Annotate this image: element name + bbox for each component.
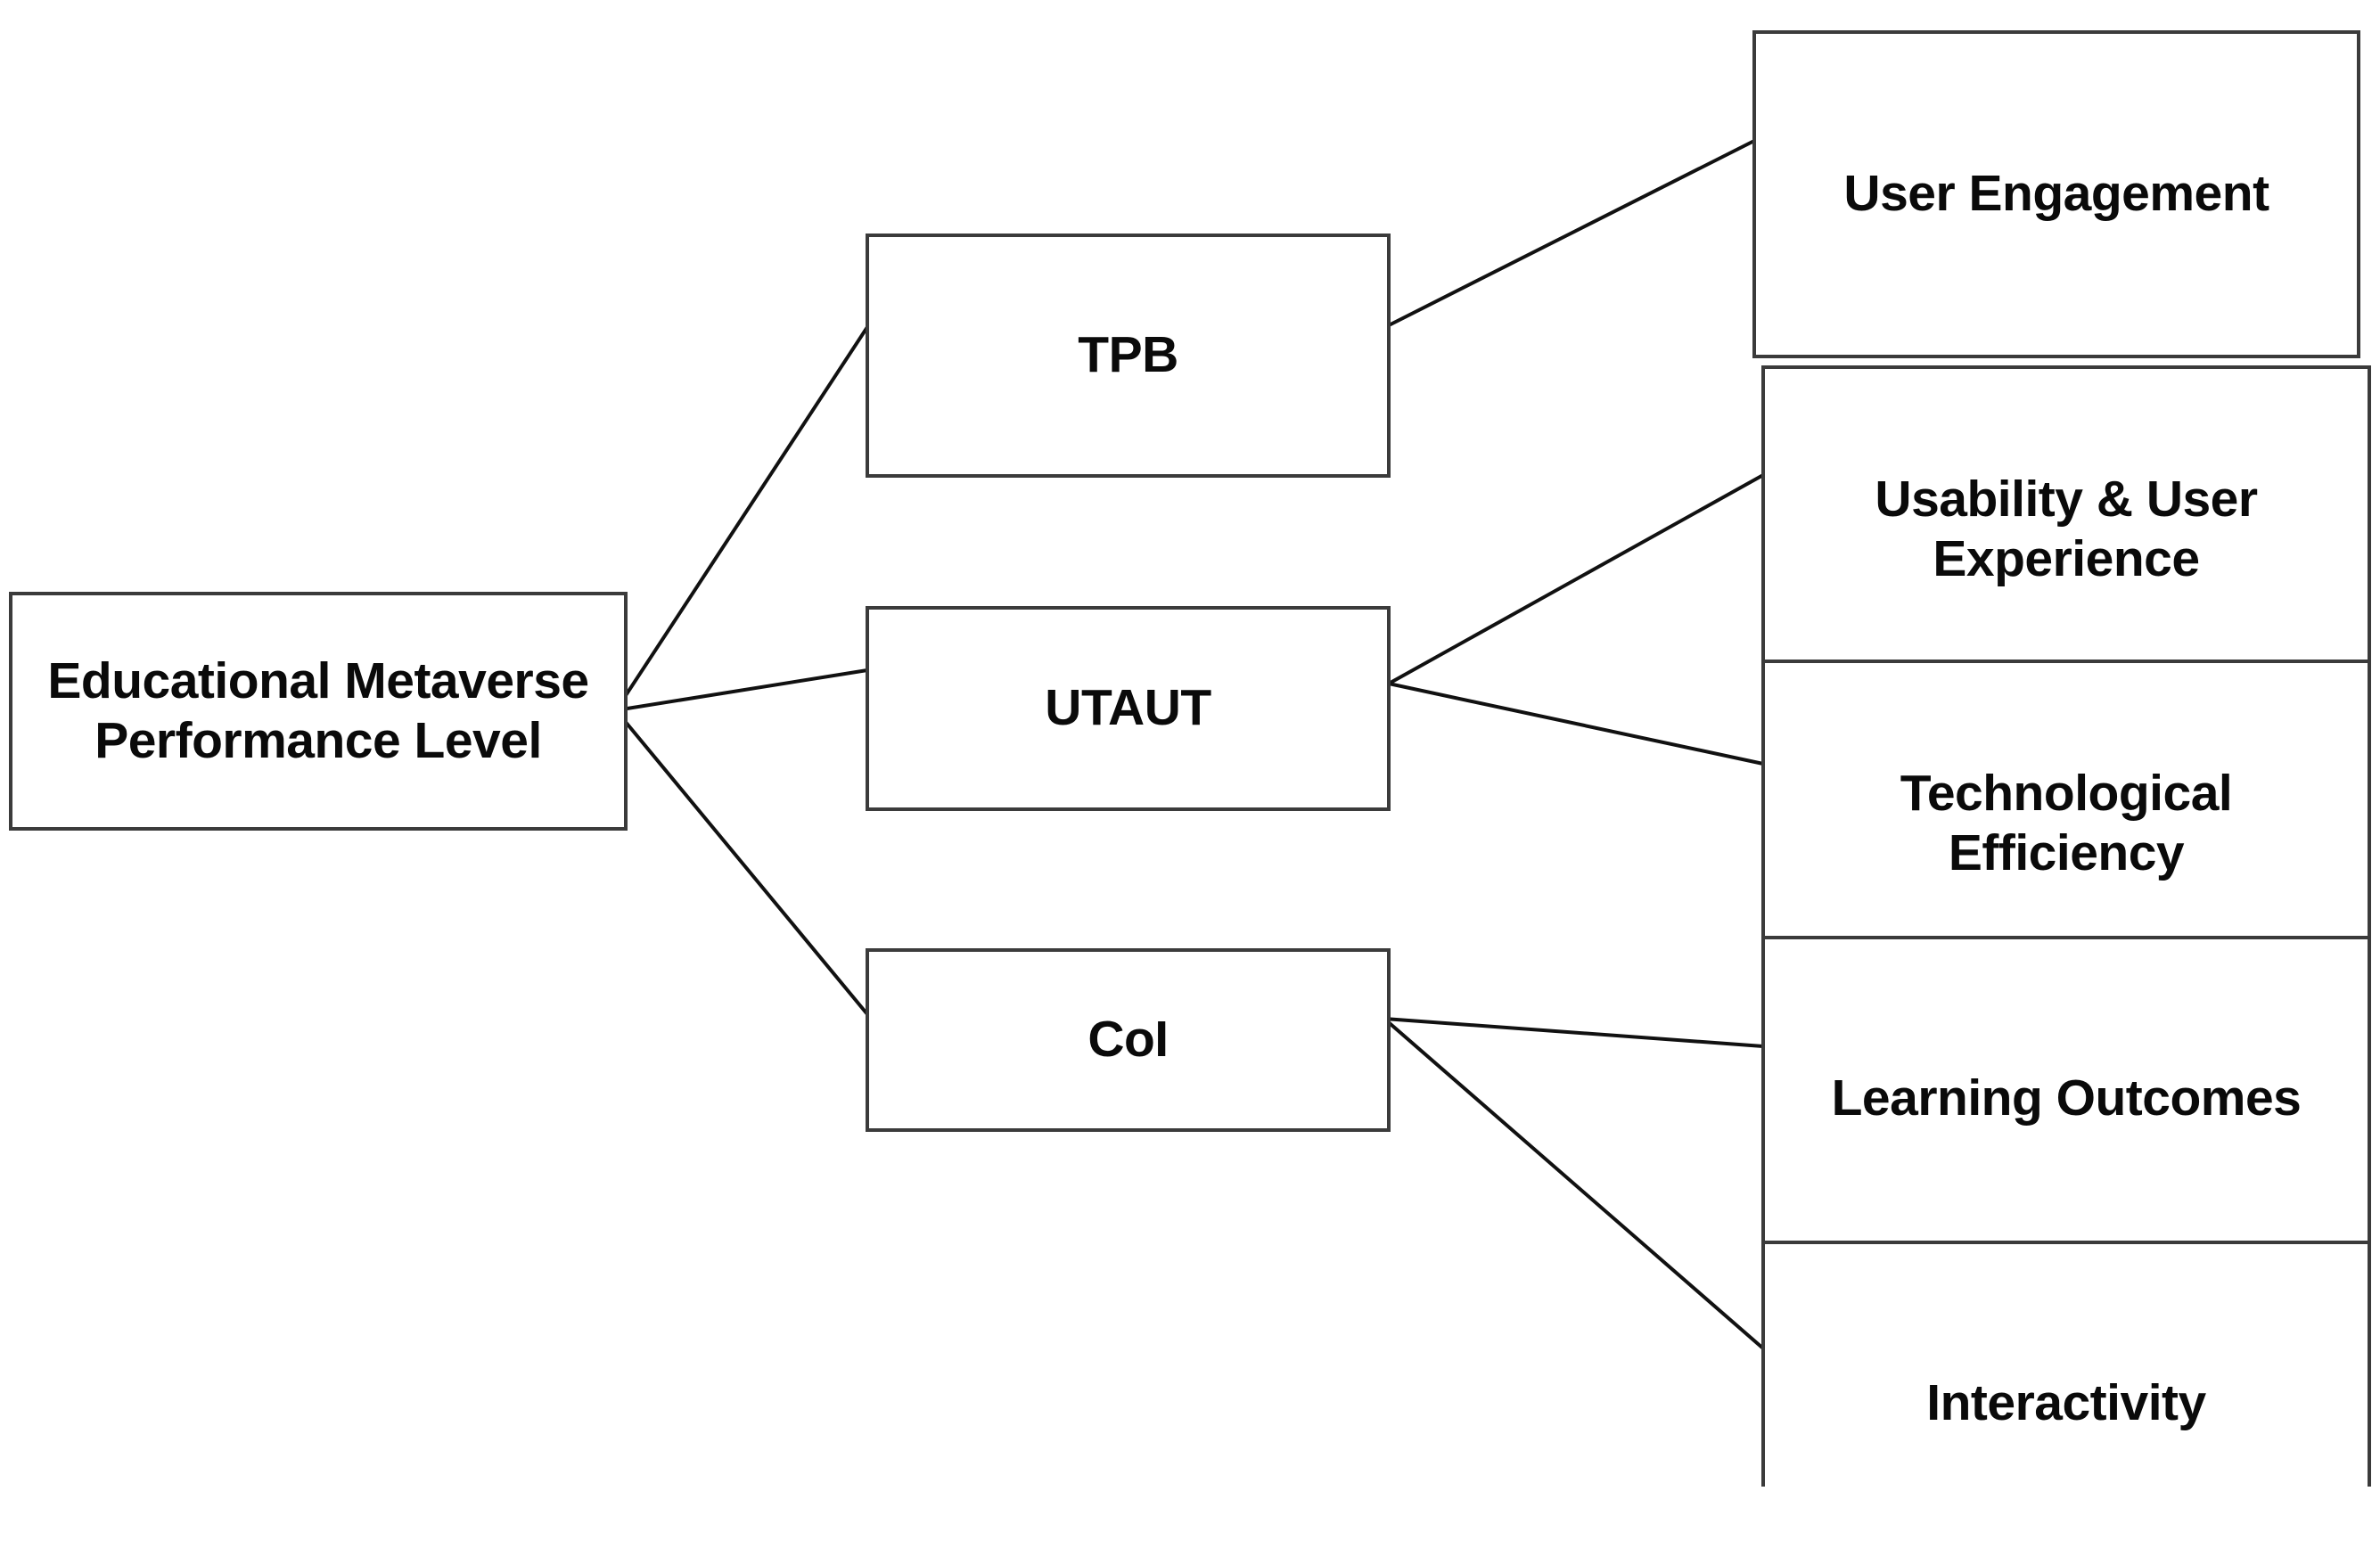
node-rect-group (9, 30, 2371, 1487)
connector-coi-to-interactivity (1383, 1017, 1765, 1350)
node-box-user-engagement[interactable] (1752, 30, 2360, 358)
node-box-educational-metaverse-performance-level[interactable] (9, 592, 628, 831)
connector-group (614, 139, 1765, 1350)
node-box-learning-outcomes[interactable] (1761, 936, 2371, 1262)
node-box-coi[interactable] (866, 948, 1391, 1132)
connector-root-to-coi (614, 709, 869, 1016)
connector-utaut-to-usability-user-experience (1388, 473, 1764, 685)
node-box-technological-efficiency[interactable] (1761, 660, 2371, 987)
connector-root-to-tpb (614, 325, 869, 712)
node-box-tpb[interactable] (866, 234, 1391, 478)
diagram-canvas-root: Educational Metaverse Performance Level … (9, 30, 2371, 1487)
connector-coi-to-learning-outcomes (1383, 1017, 1764, 1048)
node-box-interactivity[interactable] (1761, 1241, 2371, 1487)
diagram-svg (9, 30, 2371, 1487)
node-box-usability-user-experience[interactable] (1761, 365, 2371, 693)
connector-utaut-to-technological-efficiency (1388, 682, 1764, 766)
node-box-utaut[interactable] (866, 606, 1391, 811)
connector-root-to-utaut (615, 668, 868, 712)
connector-tpb-to-user-engagement (1388, 139, 1755, 327)
